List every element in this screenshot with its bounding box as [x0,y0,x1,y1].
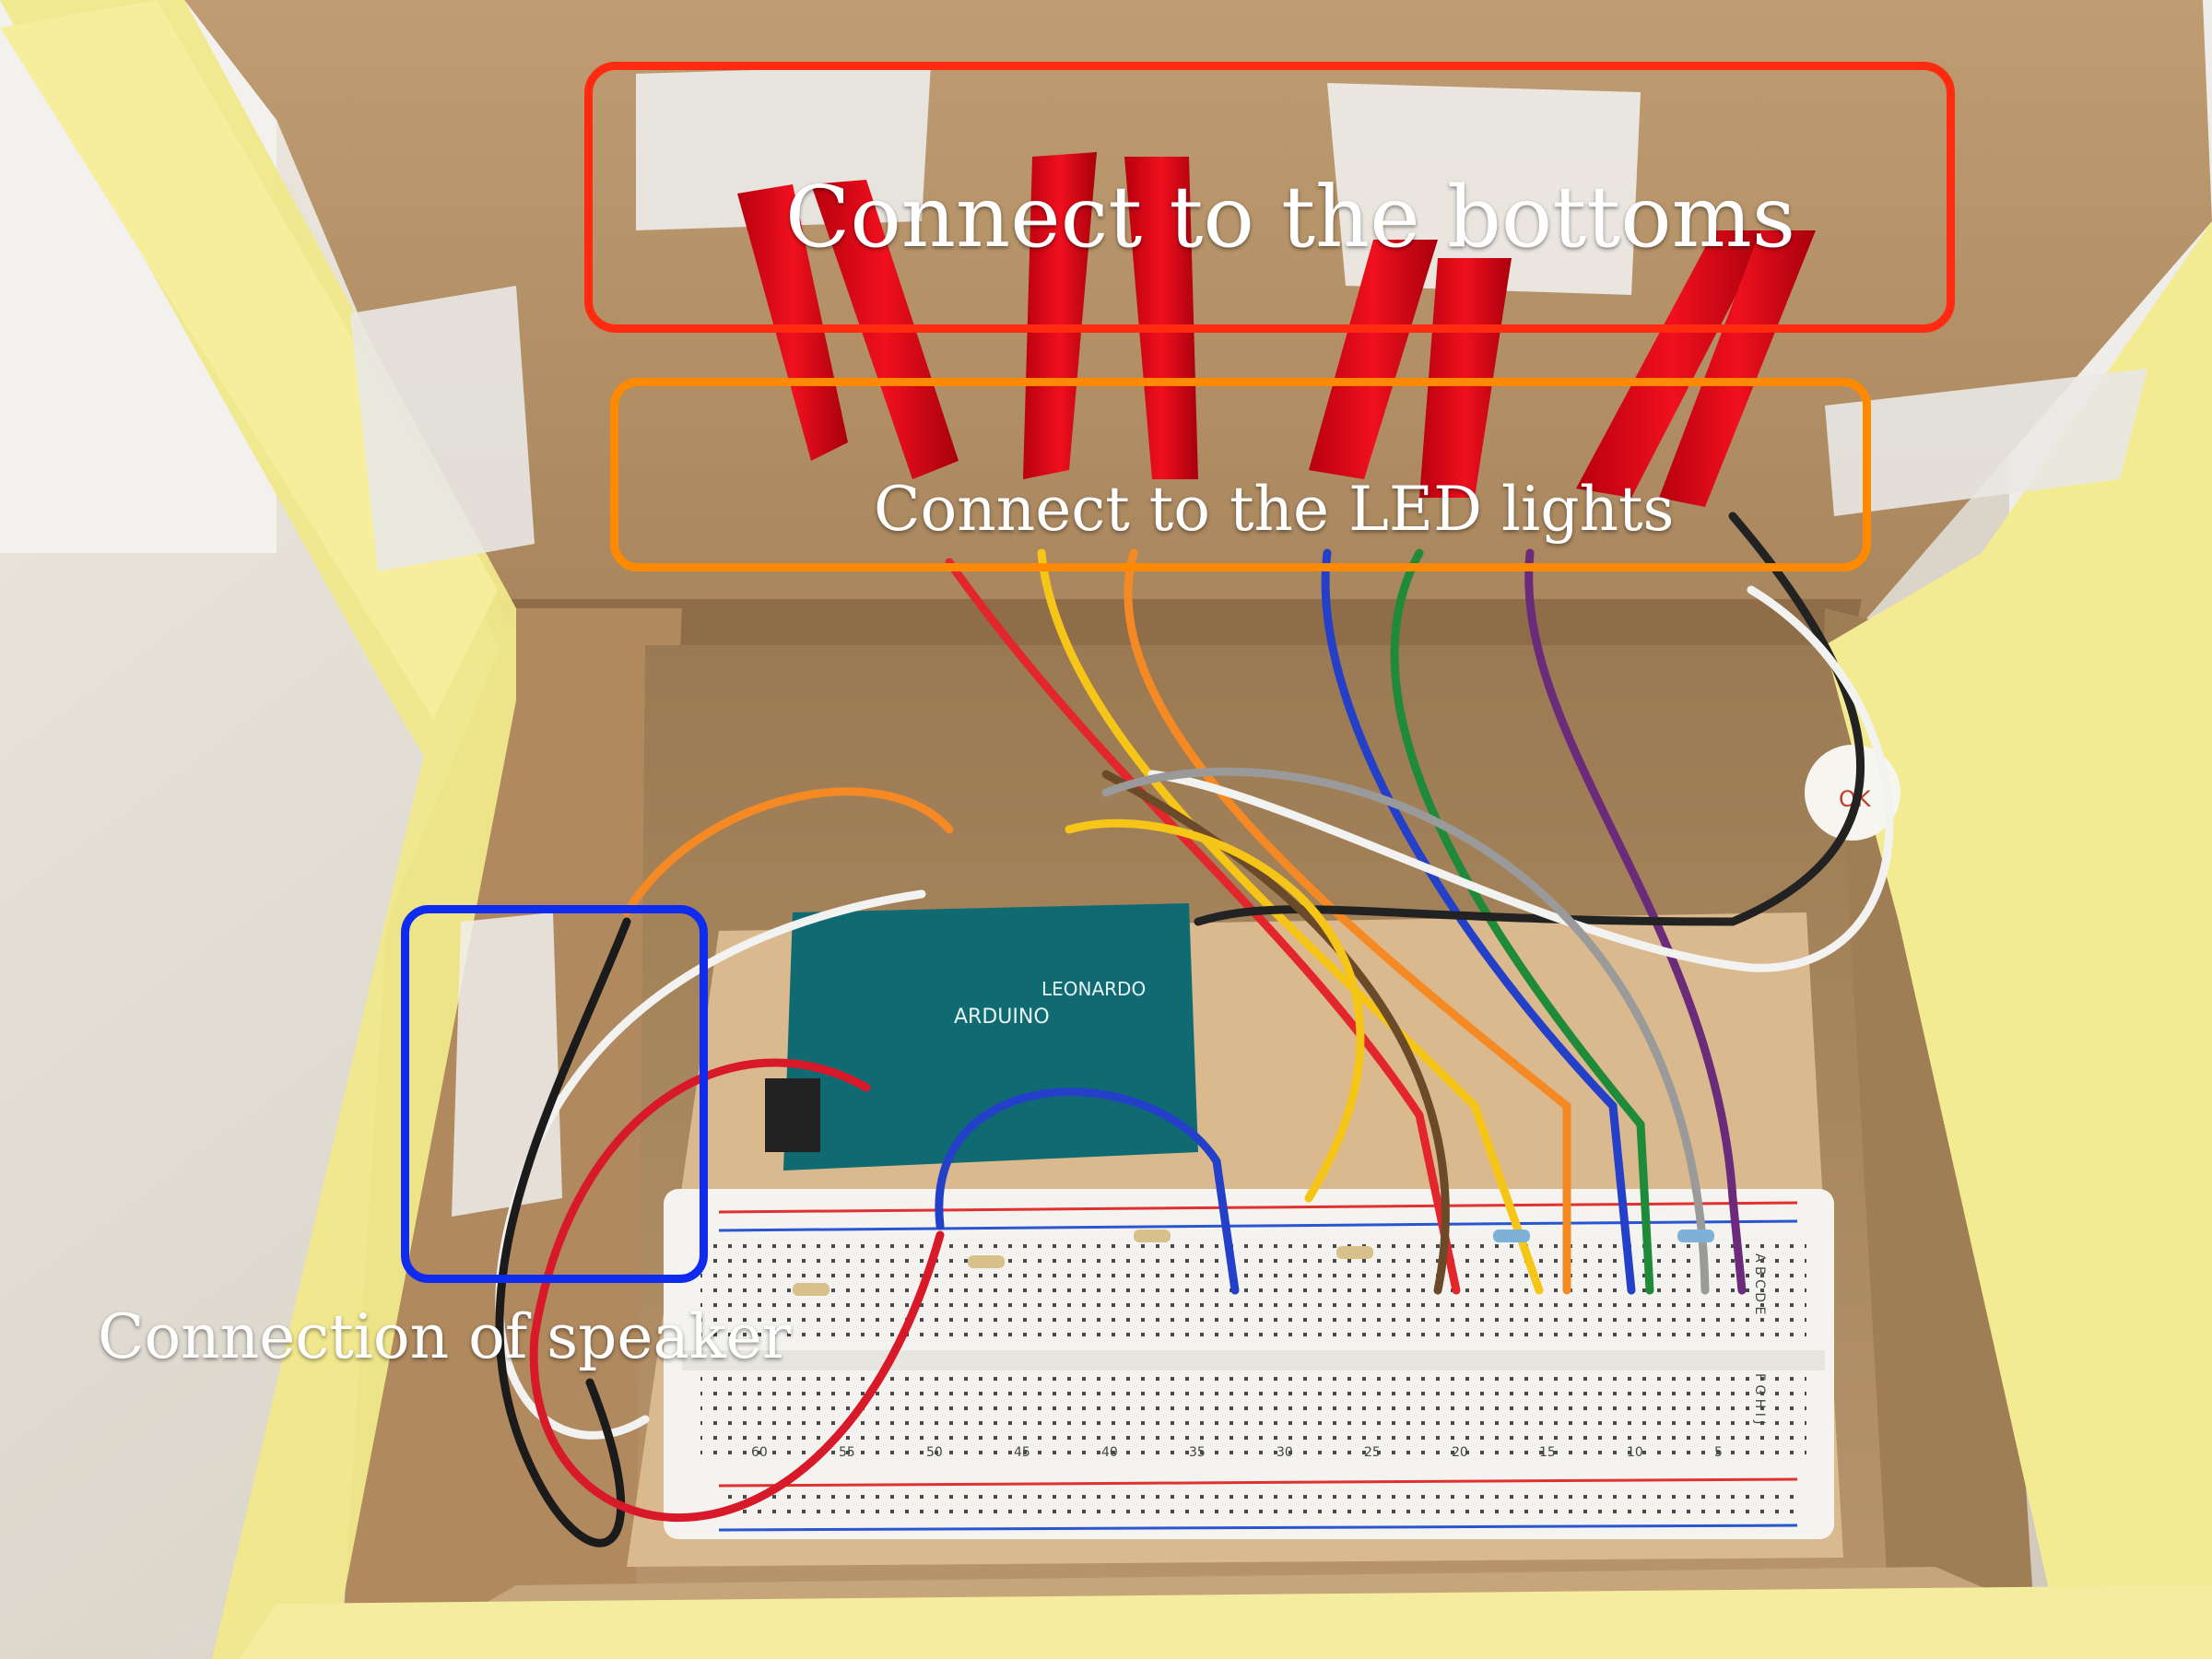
alligator-clip [1576,230,1770,498]
yellow-tape-left-lid [0,0,498,719]
column-number: 25 [1364,1445,1381,1460]
alligator-clip [1309,240,1438,479]
column-number: 50 [926,1445,943,1460]
resistor [1336,1246,1373,1259]
arduino-model: LEONARDO [1041,978,1146,1000]
speaker-label: Connection of speaker [98,1301,792,1372]
column-number: 45 [1014,1445,1030,1460]
resistor [968,1255,1005,1268]
wire-gray [1101,767,1710,1295]
speaker-annotation-box [401,905,708,1283]
wires [495,512,1894,1547]
row-letters-bottom: F G H I J [1752,1373,1767,1425]
breadboard-holes-top [700,1235,1806,1346]
alligator-clip [1659,230,1816,507]
led-annotation-box [610,378,1871,571]
tape-piece [1825,369,2147,516]
resistor [1677,1230,1714,1242]
column-number: 35 [1189,1445,1206,1460]
wire-orange-speaker [622,787,954,917]
column-number: 10 [1627,1445,1643,1460]
wire-red [945,558,1461,1295]
arduino-brand: ARDUINO [954,1006,1050,1029]
wire-blue [1321,548,1636,1295]
column-number: 55 [839,1445,855,1460]
wire-green [1390,548,1654,1295]
ok-sticker [1805,745,1900,841]
alligator-clip [1023,152,1097,479]
yellow-tape-bottom [240,1585,2212,1659]
wire-orange [1124,548,1571,1295]
power-rail-red-top [718,1201,1798,1214]
breadboard-channel [682,1350,1825,1371]
wire-red-speaker [529,1058,945,1523]
breadboard-holes-bottom [700,1373,1806,1465]
tape-piece [350,286,535,571]
power-rail-blue-top [718,1219,1798,1232]
column-number: 40 [1101,1445,1118,1460]
column-number: 15 [1539,1445,1556,1460]
wire-purple [1524,548,1747,1295]
alligator-clip [737,184,848,461]
led-lights-label: Connect to the LED lights [874,474,1675,545]
alligator-clip [1124,157,1198,479]
column-number: 5 [1714,1445,1723,1460]
column-number: 20 [1452,1445,1468,1460]
power-rail-red-bottom [718,1477,1798,1488]
resistor [1134,1230,1171,1242]
wire-blue-loop [935,1088,1240,1295]
bottoms-label: Connect to the bottoms [785,168,1796,266]
bottoms-annotation-box [584,62,1955,333]
wire-black-speaker [495,917,631,1547]
breadboard-rail-holes [719,1493,1797,1519]
arduino-usb-port [765,1078,820,1152]
column-number: 60 [751,1445,768,1460]
column-number: 30 [1277,1445,1293,1460]
arduino-board [783,903,1198,1171]
resistor [1493,1230,1530,1242]
resistor [793,1283,830,1296]
resistors [793,1230,1714,1296]
wire-white [1147,585,1894,972]
box-lid-fold [498,599,1862,645]
row-letters-top: A B C D E [1752,1253,1767,1314]
power-rail-blue-bottom [718,1524,1798,1532]
breadboard-column-numbers: 5 10 15 20 25 30 35 40 45 50 55 60 A B C… [751,1253,1767,1460]
yellow-tape-right [1825,221,2212,1659]
wire-yellow-loop [1065,818,1365,1203]
